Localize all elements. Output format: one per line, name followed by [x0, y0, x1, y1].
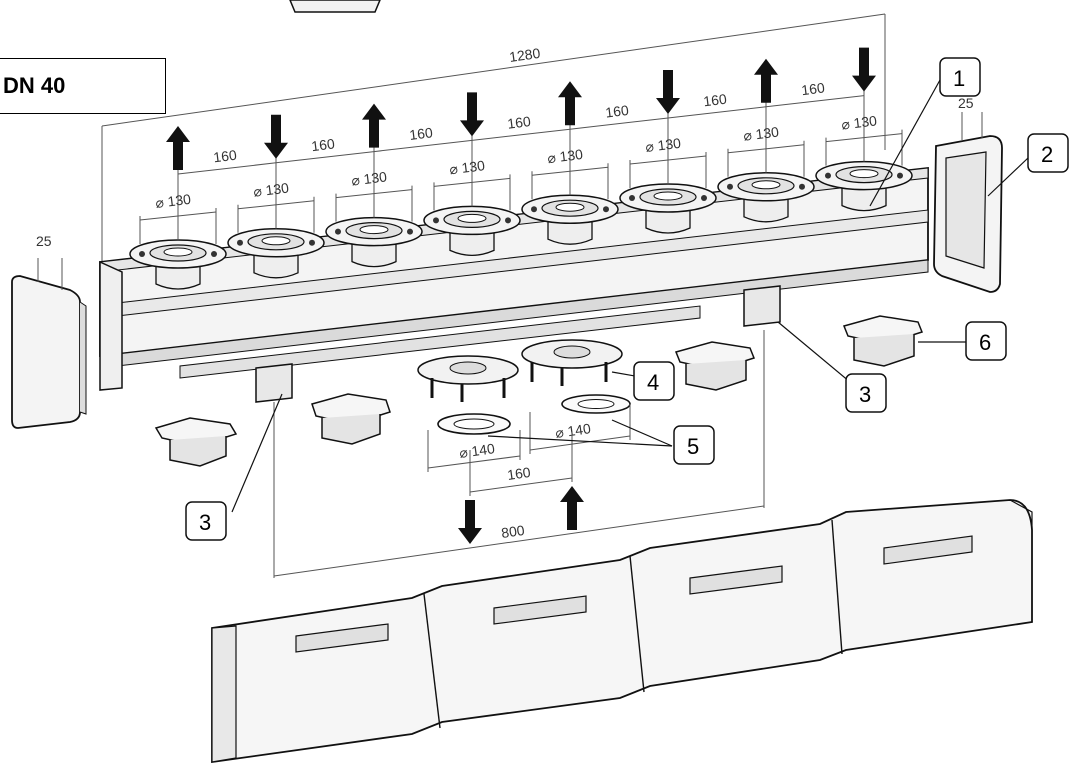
- dim-flange-diameter-7: ⌀ 130: [742, 124, 780, 144]
- flange-8: [815, 160, 913, 212]
- overall-dimension: 1280: [101, 13, 886, 262]
- dim-bottom-160: 160: [506, 464, 532, 483]
- title-box: DN 40: [0, 58, 166, 114]
- flow-arrow-5-up: [558, 81, 582, 126]
- dim-gasket-left: ⌀ 140: [458, 440, 496, 461]
- callout-4: 4: [633, 361, 675, 401]
- dim-pitch-1: 160: [212, 147, 237, 166]
- flanges-group: [129, 160, 913, 290]
- top-dimensions-group: ⌀ 130 160 ⌀ 130 160 ⌀ 130 160 ⌀ 130 160 ⌀ 130 160…: [139, 79, 903, 244]
- dim-flange-diameter-2: ⌀ 130: [252, 180, 290, 200]
- dim-pitch-7: 160: [800, 79, 825, 98]
- bottom-flow-arrows: [458, 486, 584, 544]
- plug-3: [674, 341, 755, 391]
- callout-5: 5: [673, 425, 715, 465]
- svg-text:1: 1: [953, 66, 965, 91]
- flow-arrow-bottom-1-down: [458, 500, 482, 544]
- bottom-dimensions: ⌀ 140 ⌀ 140 160 800: [273, 330, 765, 578]
- callout-6: 6: [965, 321, 1007, 361]
- flow-arrow-7-up: [754, 58, 778, 103]
- top-partial-part: [289, 0, 381, 13]
- svg-text:3: 3: [199, 510, 211, 535]
- flow-arrow-6-down: [656, 70, 680, 114]
- dim-flange-diameter-4: ⌀ 130: [448, 157, 486, 177]
- bottom-flange-left: [417, 355, 519, 402]
- dim-flange-diameter-5: ⌀ 130: [546, 146, 584, 166]
- dim-1280: 1280: [508, 45, 541, 65]
- flange-2: [227, 228, 325, 279]
- dim-800: 800: [500, 522, 526, 541]
- dim-pitch-5: 160: [604, 102, 629, 121]
- gasket-right: [561, 394, 631, 414]
- distributor-header: [99, 166, 929, 391]
- top-flow-arrows: [166, 47, 876, 170]
- callout-3-left: 3: [185, 501, 227, 541]
- flow-arrow-3-up: [362, 103, 386, 148]
- callout-1: 1: [939, 57, 981, 97]
- flange-4: [423, 205, 521, 257]
- gasket-left: [437, 413, 511, 435]
- svg-text:6: 6: [979, 330, 991, 355]
- flow-arrow-bottom-2-up: [560, 486, 584, 530]
- dim-pitch-6: 160: [702, 91, 727, 110]
- dim-flange-diameter-3: ⌀ 130: [350, 168, 388, 188]
- bottom-flange-right: [521, 339, 623, 386]
- flow-arrow-8-down: [852, 47, 876, 92]
- svg-text:3: 3: [859, 382, 871, 407]
- flange-6: [619, 183, 717, 234]
- flange-7: [717, 172, 815, 223]
- callout-3-right: 3: [845, 373, 887, 413]
- plug-1: [154, 417, 238, 467]
- callout-2: 2: [1027, 133, 1069, 173]
- page-title: DN 40: [3, 73, 66, 98]
- dim-flange-diameter-8: ⌀ 130: [840, 112, 878, 132]
- plug-2: [311, 393, 391, 445]
- flow-arrow-2-down: [264, 114, 288, 159]
- bracket-left: [255, 363, 293, 403]
- svg-text:5: 5: [687, 434, 699, 459]
- dim-pitch-3: 160: [408, 124, 433, 143]
- plug-4: [842, 315, 923, 367]
- dim-flange-diameter-6: ⌀ 130: [644, 135, 682, 155]
- end-cap-right: 25: [933, 95, 1003, 293]
- dim-pitch-2: 160: [310, 135, 335, 154]
- dim-pitch-4: 160: [506, 113, 531, 132]
- bracket-right: [743, 285, 781, 327]
- flange-1: [129, 239, 227, 290]
- end-cap-left: 25: [11, 233, 87, 429]
- dim-gasket-right: ⌀ 140: [554, 420, 592, 441]
- dim-cap-left-25: 25: [36, 233, 52, 249]
- svg-text:2: 2: [1041, 142, 1053, 167]
- svg-text:4: 4: [647, 370, 659, 395]
- dim-cap-right-25: 25: [958, 95, 974, 111]
- flow-arrow-4-down: [460, 92, 484, 137]
- flow-arrow-1-up: [166, 126, 190, 170]
- dim-flange-diameter-1: ⌀ 130: [154, 191, 192, 211]
- insulation-shell: [211, 499, 1033, 764]
